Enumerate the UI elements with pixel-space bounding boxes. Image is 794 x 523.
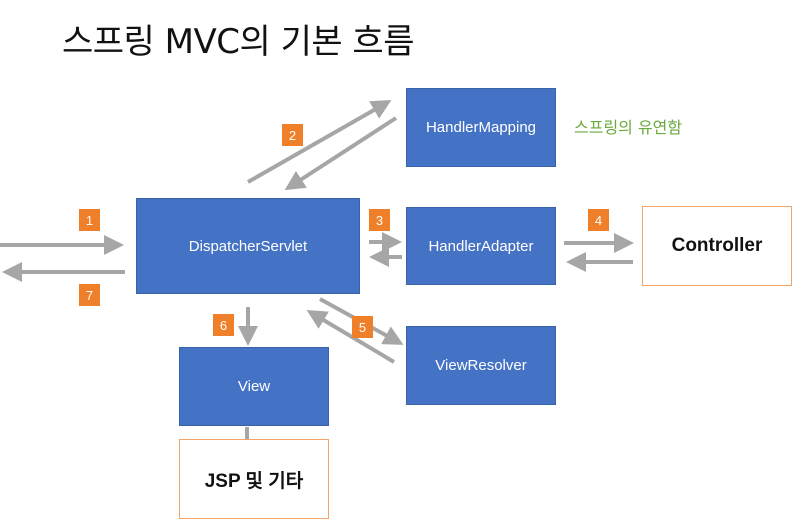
arrow-step-2-out <box>247 100 392 184</box>
dispatcher-servlet-box: DispatcherServlet <box>136 198 360 294</box>
flexibility-note: 스프링의 유연함 <box>574 118 683 137</box>
step-badge-3: 3 <box>369 209 390 231</box>
step-badge-5: 5 <box>352 316 373 338</box>
step-badge-2: 2 <box>282 124 303 146</box>
step-badge-6: 6 <box>213 314 234 336</box>
controller-box: Controller <box>642 206 792 286</box>
arrow-step-2-back <box>284 116 398 191</box>
step-badge-1: 1 <box>79 209 100 231</box>
step-badge-7: 7 <box>79 284 100 306</box>
jsp-box: JSP 및 기타 <box>179 439 329 519</box>
view-box: View <box>179 347 329 426</box>
step-badge-4: 4 <box>588 209 609 231</box>
page-title: 스프링 MVC의 기본 흐름 <box>62 22 415 62</box>
handler-adapter-box: HandlerAdapter <box>406 207 556 285</box>
handler-mapping-box: HandlerMapping <box>406 88 556 167</box>
view-resolver-box: ViewResolver <box>406 326 556 405</box>
